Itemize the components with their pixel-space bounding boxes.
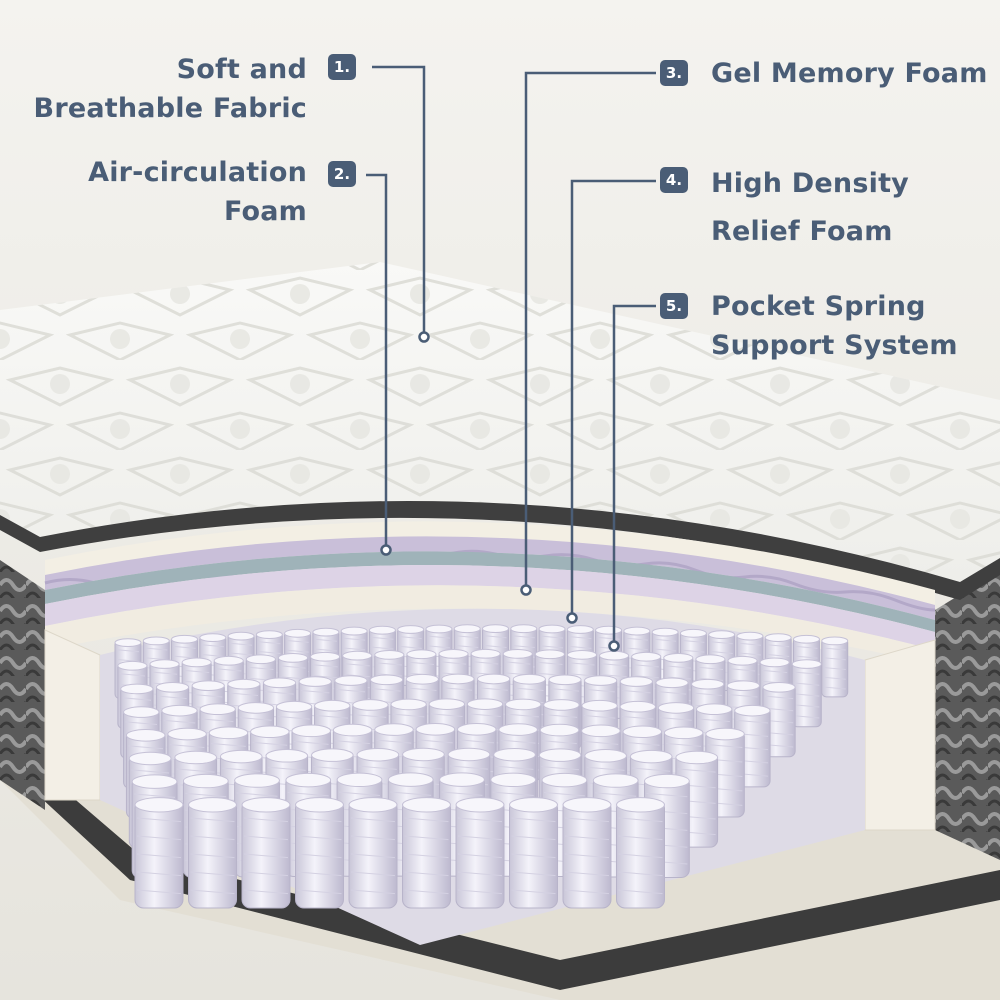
- callout-1-badge: 1.: [328, 54, 356, 80]
- pocket-spring: [455, 797, 505, 909]
- callout-4-badge: 4.: [660, 167, 688, 193]
- callout-4-label: High Density Relief Foam: [711, 168, 909, 247]
- leader-line-1: [372, 65, 426, 335]
- dot-marker-icon: [608, 640, 620, 652]
- layer-fabric: [45, 521, 935, 605]
- dot-marker-icon: [566, 612, 578, 624]
- foam-wall-left: [44, 629, 101, 801]
- callout-1-label: Soft and Breathable Fabric: [33, 54, 307, 124]
- leader-line-2: [366, 173, 388, 548]
- callout-2-badge: 2.: [328, 161, 356, 187]
- leader-dots: [380, 331, 620, 652]
- side-panel-right: [935, 570, 1000, 860]
- pocket-spring: [188, 797, 237, 909]
- leader-line-5: [612, 304, 656, 644]
- layer-base-foam: [45, 585, 935, 665]
- base-border-band: [0, 735, 1000, 990]
- dot-marker-icon: [380, 544, 392, 556]
- layer-relief-foam: [45, 565, 935, 650]
- pocket-spring: [241, 797, 291, 909]
- pocket-spring: [509, 797, 558, 909]
- leader-line-4: [570, 179, 656, 616]
- leader-line-3: [524, 71, 656, 588]
- pocket-spring: [295, 797, 344, 909]
- pocket-springs: [114, 624, 849, 909]
- layer-gel-memory-foam: [45, 551, 935, 632]
- pocket-spring: [402, 797, 451, 909]
- callout-5-badge: 5.: [660, 293, 688, 319]
- pocket-spring: [348, 797, 398, 909]
- callout-3-label: Gel Memory Foam: [711, 58, 988, 89]
- pocket-spring: [616, 797, 665, 909]
- dot-marker-icon: [418, 331, 430, 343]
- callout-5-label: Pocket Spring Support System: [711, 291, 958, 361]
- pocket-spring: [791, 659, 822, 728]
- pocket-spring: [562, 797, 612, 909]
- leader-lines: [366, 65, 656, 644]
- callout-2-label: Air-circulation Foam: [88, 157, 307, 227]
- side-panel-left: [0, 560, 45, 810]
- dot-marker-icon: [520, 584, 532, 596]
- pocket-spring: [821, 636, 849, 698]
- callout-3-badge: 3.: [660, 60, 688, 86]
- pocket-spring: [134, 797, 184, 909]
- layer-air-circulation-foam: [45, 536, 935, 620]
- foam-wall-right: [864, 639, 936, 831]
